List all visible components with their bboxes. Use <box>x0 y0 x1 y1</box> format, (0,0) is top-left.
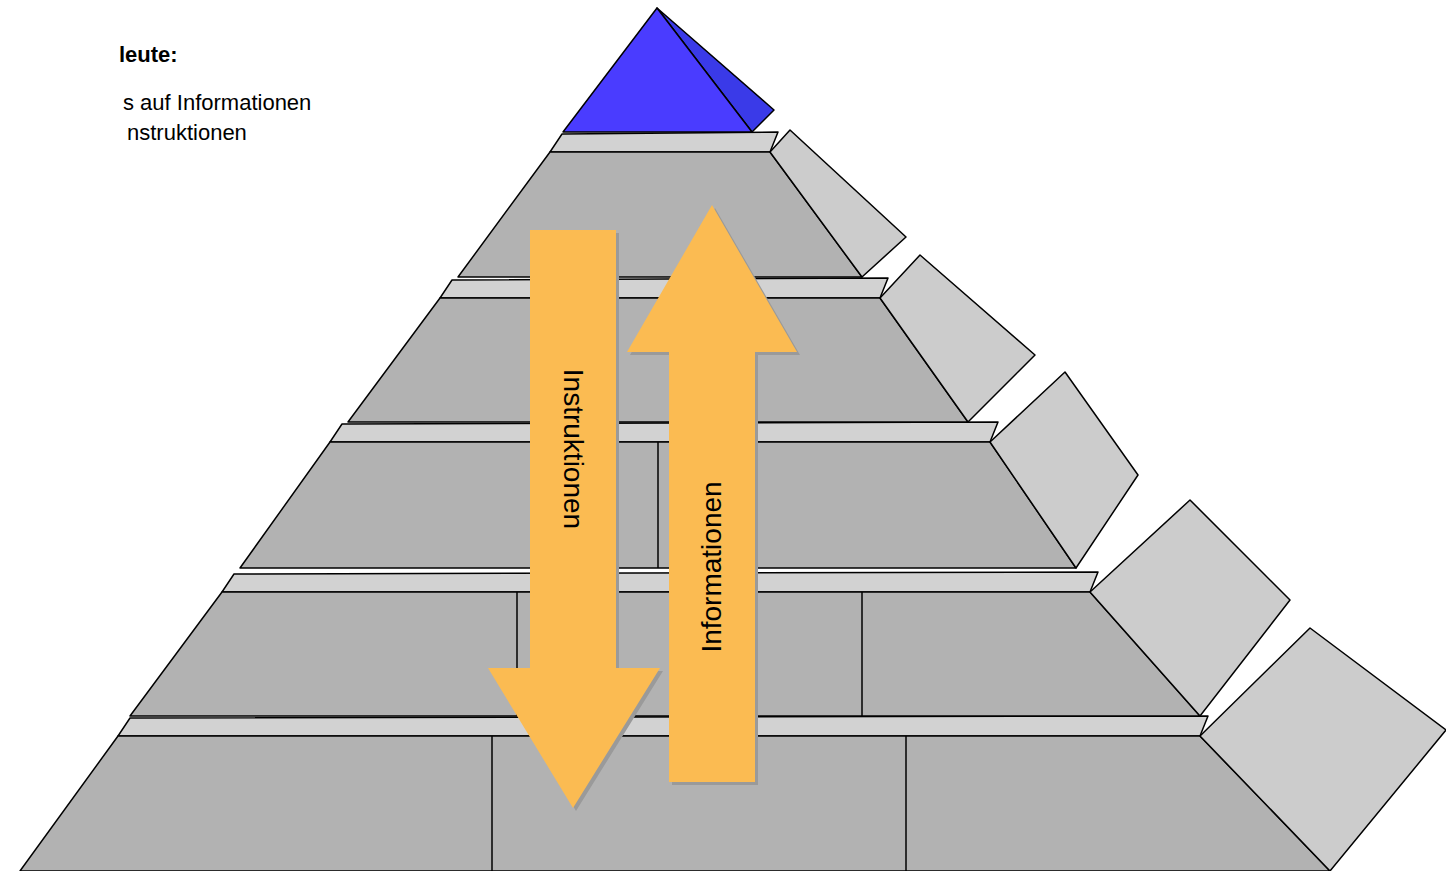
tier-side <box>880 255 1035 422</box>
slide-text: nstruktionen <box>127 120 247 146</box>
arrow-label: Instruktionen <box>557 369 589 529</box>
tier-side <box>990 372 1138 568</box>
tier-top <box>550 132 778 152</box>
tier-top <box>330 422 998 442</box>
block-joint <box>861 592 863 716</box>
arrow-body <box>488 230 660 808</box>
arrow-label: Informationen <box>696 481 728 652</box>
tier-front <box>240 442 1076 568</box>
arrow-body <box>627 205 797 782</box>
tier-side <box>1090 500 1290 716</box>
block-joint <box>491 736 493 871</box>
cap-front <box>563 8 752 132</box>
slide-text: s auf Informationen <box>123 90 311 116</box>
up-arrow: Informationen <box>627 205 797 782</box>
tier-top <box>222 572 1098 592</box>
block-joint <box>905 736 907 871</box>
tier-side <box>770 130 906 277</box>
arrow-shaft-area: Instruktionen <box>530 230 616 668</box>
tier-front <box>130 592 1200 716</box>
arrow-shaft-area: Informationen <box>669 352 755 782</box>
down-arrow: Instruktionen <box>488 230 660 808</box>
tier-top <box>118 716 1208 736</box>
block-joint <box>657 442 659 568</box>
slide-text: leute: <box>119 42 178 68</box>
